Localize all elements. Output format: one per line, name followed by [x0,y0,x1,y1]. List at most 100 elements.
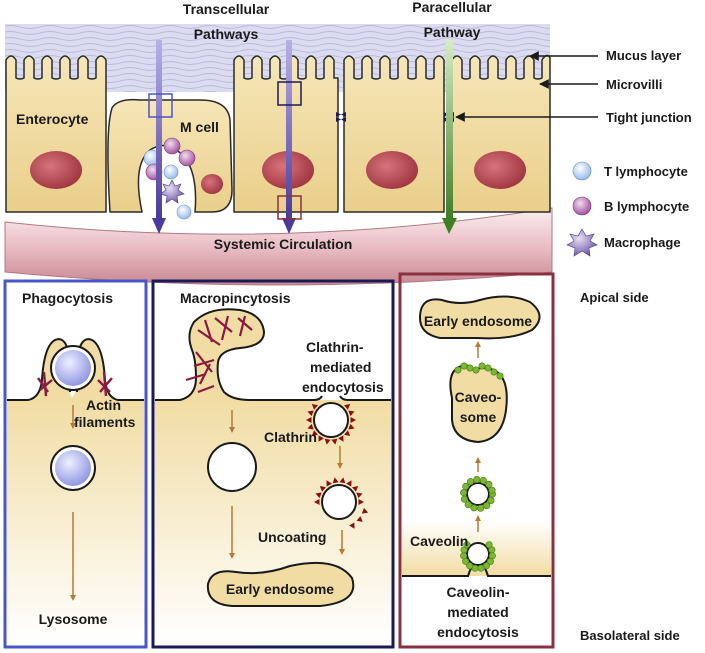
caveolin-panel [402,295,551,577]
mucus-layer-label: Mucus layer [606,48,681,63]
clathrin-triskelion [324,438,331,445]
arrow-head [442,218,457,234]
caveolin-bead [486,557,494,565]
circulation-label: Systemic Circulation [214,236,353,252]
arrow-head [152,218,166,234]
clathrin-triskelion [348,423,355,430]
legend-b-lymphocyte-label: B lymphocyte [604,199,689,214]
caveolar-pit [466,542,490,566]
clathrin-mediated-label-3: endocytosis [302,379,384,395]
tight-junction-icon [336,112,346,122]
caveolin-mediated-label-2: mediated [447,604,508,620]
caveolin-bead [488,486,496,494]
clathrin-mediated-label-2: mediated [310,359,371,375]
clathrin-triskelion [356,516,363,522]
basolateral-side-label: Basolateral side [580,628,680,643]
tight-junction-label: Tight junction [606,110,692,125]
phagocytosis-title: Phagocytosis [22,290,113,306]
clathrin-triskelion [311,403,318,410]
legend-t-lymphocyte-label: T lymphocyte [604,164,688,179]
clathrin-triskelion [339,477,346,484]
clathrin-triskelion [356,492,363,499]
legend-macrophage-label: Macrophage [604,235,681,250]
clathrin-mediated-label: Clathrin- [306,339,364,355]
caveosome-label-2: some [460,409,497,425]
clathrin-coated-vesicle [313,402,349,438]
paracellular-label-2: Pathway [424,24,481,40]
macrophage-icon [159,179,185,204]
caveolin-bead [488,546,496,554]
clathrin-triskelion [307,410,314,417]
macropinocytosis-actin [185,315,253,394]
caveolin-bead [487,496,495,504]
phagosome-core [55,450,91,486]
caveolin-bead [463,541,471,549]
paracellular-arrow [446,40,453,220]
caveolin-mediated-label-3: endocytosis [437,624,519,640]
b-lymphocyte-icon [178,149,196,167]
m-cell-label: M cell [180,119,219,135]
right-early-endosome-shape [418,295,541,340]
arrow-head [282,218,296,234]
zoom-box-maroon [277,195,302,220]
caveolin-bead [462,482,470,490]
actin-filaments [37,371,113,397]
caveolin-bead [477,564,485,572]
clathrin-triskelion [307,423,314,430]
clathrin-triskelion [331,438,338,445]
actin-label-2: filaments [74,414,136,430]
enterocyte-cell [5,55,107,213]
transcellular-arrow-1 [156,40,162,220]
clathrin-triskelion [332,477,339,484]
clathrin-label: Clathrin [264,429,317,445]
caveolin-bead [466,478,474,486]
clathrin-triskelion [349,522,355,529]
caveolin-bead [479,476,487,484]
caveolin-bead [485,480,493,488]
caveolin-label: Caveolin [410,533,468,549]
t-lymphocyte-icon [176,204,192,220]
clathrin-triskelion [318,435,324,442]
t-lymphocyte-icon [163,164,179,180]
macropinocytosis-frame [151,279,395,649]
clathrin-triskelion [314,499,320,505]
caveosome-caveolin [454,362,504,380]
clathrin-triskelion [358,499,364,505]
clathrin-triskelion [346,480,352,487]
apical-side-label: Apical side [580,290,649,305]
particle-core [55,350,91,386]
nucleus [474,151,526,189]
caveolin-bead [470,504,478,512]
clathrin-triskelion [311,430,318,437]
nucleus [201,174,223,194]
lysosome-label: Lysosome [39,611,108,627]
nucleus [30,151,82,189]
middle-early-endosome-label: Early endosome [226,581,334,597]
systemic-circulation-band [4,207,553,286]
pit-caveolin [460,541,496,572]
clathrin-triskelion [350,417,356,423]
zoom-box-blue [148,93,173,118]
clathrin-triskelion [344,430,351,437]
nucleus [366,151,418,189]
clathrin-triskelion [338,435,344,442]
caveolin-bead [466,562,474,570]
transcellular-label: Transcellular [183,1,270,17]
transcellular-label-2: Pathways [194,26,259,42]
clathrin-triskelion [319,485,326,492]
clathrin-triskelion [352,485,359,492]
enterocyte-label: Enterocyte [16,111,89,127]
uncoating-label: Uncoating [258,529,326,545]
caveolin-bead [460,488,468,496]
microvilli-label: Microvilli [606,77,662,92]
clathrin-triskelion [361,507,369,514]
zoom-box-navy [277,81,302,106]
caveolin-bead [477,504,485,512]
legend-b-lymphocyte-icon [572,196,592,216]
macropinosome [207,442,257,492]
uncoating-clathrin [314,477,369,529]
caveolin-mediated-label: Caveolin- [446,584,509,600]
macropinocytosis-title: Macropincytosis [180,290,291,306]
clathrin-triskelion [315,492,322,499]
